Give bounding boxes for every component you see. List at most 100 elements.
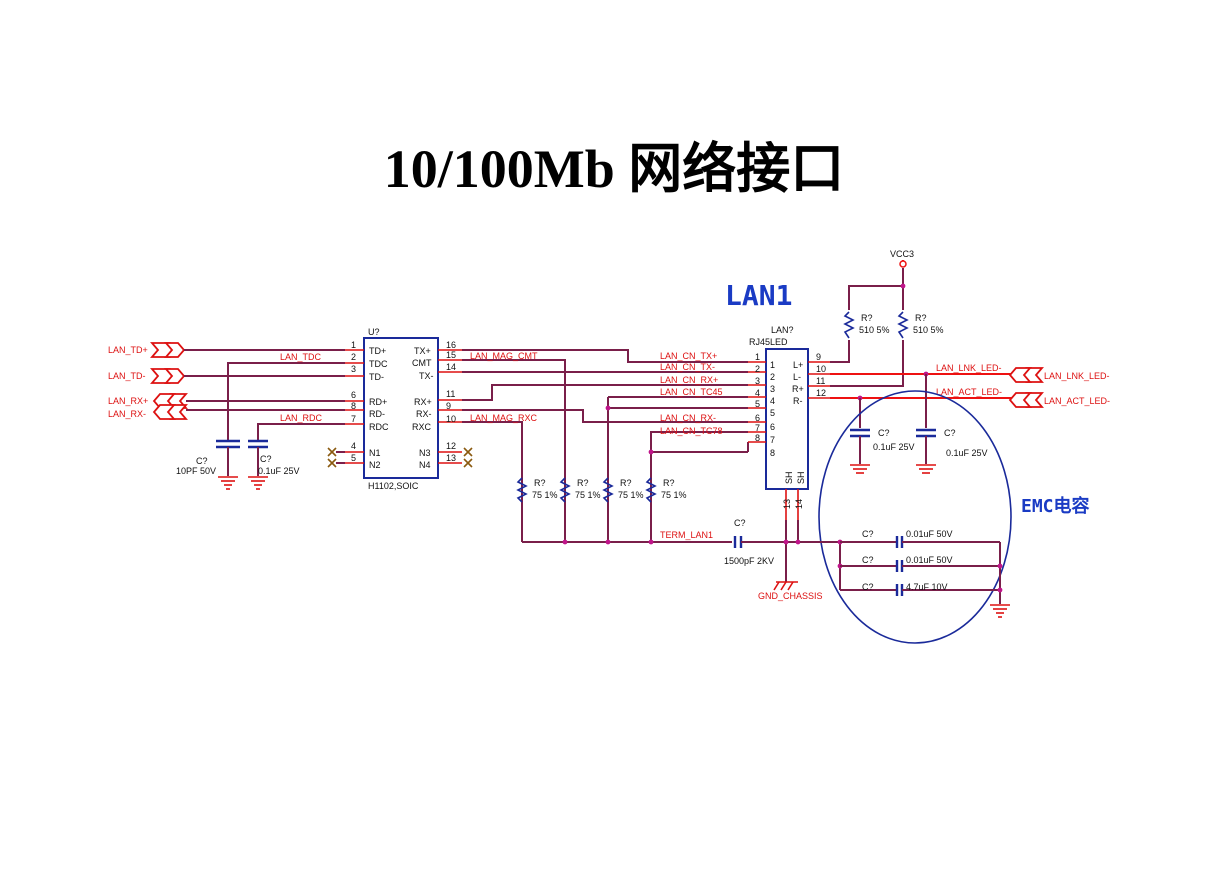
wire-vcc <box>848 268 904 310</box>
net-label-cn-tx-minus: LAN_CN_TX- <box>660 362 715 372</box>
emc-highlight-ellipse <box>818 390 1012 644</box>
svg-text:C?: C? <box>944 428 956 438</box>
page-title: 10/100Mb 网络接口 <box>383 139 845 199</box>
svg-text:TDC: TDC <box>369 359 388 369</box>
svg-text:1: 1 <box>755 352 760 362</box>
u2-pin-rd-minus: 8 RD- <box>345 401 385 419</box>
u2-pin-n3: 12 N3 <box>419 441 462 458</box>
resistor-term-3: R? 75 1% <box>602 477 644 503</box>
svg-text:7: 7 <box>351 414 356 424</box>
svg-text:RDC: RDC <box>369 422 389 432</box>
svg-text:11: 11 <box>816 376 825 386</box>
u2-pin-rdc: 7 RDC <box>345 414 389 432</box>
svg-text:C?: C? <box>878 428 890 438</box>
svg-text:R?: R? <box>915 313 927 323</box>
svg-text:L-: L- <box>793 372 801 382</box>
transformer-u2: U? H1102,SOIC 1 TD+ 2 TDC 3 TD- 6 RD+ 8 … <box>345 327 462 491</box>
wire-tdc <box>227 362 345 440</box>
svg-text:510 5%: 510 5% <box>859 325 890 335</box>
svg-text:1500pF 2KV: 1500pF 2KV <box>724 556 774 566</box>
svg-text:2: 2 <box>351 352 356 362</box>
svg-text:RXC: RXC <box>412 422 432 432</box>
rj45-part: RJ45LED <box>749 337 788 347</box>
wire-mag-rxc <box>462 421 523 542</box>
net-label-cn-tc78: LAN_CN_TC78 <box>660 426 723 436</box>
u2-pin-td-minus: 3 TD- <box>345 364 384 382</box>
svg-text:SH: SH <box>796 471 806 484</box>
ground-symbol <box>218 476 238 490</box>
svg-text:510 5%: 510 5% <box>913 325 944 335</box>
svg-text:10: 10 <box>816 364 826 374</box>
svg-text:4: 4 <box>755 388 760 398</box>
chassis-ground-symbol: GND_CHASSIS <box>758 581 823 601</box>
u2-pin-rx-minus: 9 RX- <box>416 401 462 419</box>
u2-pin-tx-plus: 16 TX+ <box>414 340 462 356</box>
svg-text:TX-: TX- <box>419 371 434 381</box>
port-lan-td-plus: LAN_TD+ <box>108 342 186 358</box>
svg-text:9: 9 <box>816 352 821 362</box>
port-label: LAN_TD- <box>108 371 146 381</box>
svg-text:1: 1 <box>351 340 356 350</box>
u2-pin-td-plus: 1 TD+ <box>345 340 386 356</box>
rj45-ref: LAN? <box>771 325 794 335</box>
resistor-led-1: R? 510 5% <box>843 311 890 339</box>
svg-text:N4: N4 <box>419 460 431 470</box>
ground-symbol <box>916 464 936 474</box>
ground-symbol <box>990 604 1010 618</box>
svg-text:4: 4 <box>770 396 775 406</box>
u2-pin-tdc: 2 TDC <box>345 352 388 369</box>
port-lan-rx-minus: LAN_RX- <box>108 404 188 420</box>
cap-emc-3: C? 4.7uF 10V <box>840 582 1000 596</box>
net-label-cn-tc45: LAN_CN_TC45 <box>660 387 723 397</box>
lan1-heading: LAN1 <box>725 279 792 312</box>
junction-dot <box>605 405 611 411</box>
cap-ref: C? <box>196 456 208 466</box>
u2-body <box>363 337 439 479</box>
svg-text:6: 6 <box>351 390 356 400</box>
cap-0-1uf-left: C? 0.1uF 25V <box>248 439 300 476</box>
rj45-body <box>765 348 809 490</box>
cap-1500pf: C? 1500pF 2KV <box>724 518 800 566</box>
svg-text:75 1%: 75 1% <box>532 490 558 500</box>
svg-text:13: 13 <box>782 499 792 509</box>
svg-text:C?: C? <box>862 529 874 539</box>
wire-cn-tx-plus <box>462 349 748 363</box>
rj45-shield-pins: 13 14 SH SH <box>782 471 806 520</box>
vcc-symbol <box>899 260 907 268</box>
port-lan-lnk-led: LAN_LNK_LED- <box>1008 367 1110 383</box>
svg-text:5: 5 <box>351 453 356 463</box>
port-label: LAN_LNK_LED- <box>1044 371 1110 381</box>
svg-text:2: 2 <box>755 364 760 374</box>
wire-l-plus <box>830 340 850 363</box>
no-connect-marker <box>327 447 337 457</box>
svg-text:7: 7 <box>770 435 775 445</box>
svg-text:0.01uF 50V: 0.01uF 50V <box>906 529 953 539</box>
svg-text:R?: R? <box>534 478 546 488</box>
u2-pin-n4: 13 N4 <box>419 453 462 470</box>
svg-text:75 1%: 75 1% <box>618 490 644 500</box>
svg-text:3: 3 <box>755 376 760 386</box>
port-label: LAN_TD+ <box>108 345 148 355</box>
u2-ref: U? <box>368 327 380 337</box>
net-label-cn-rx-minus: LAN_CN_RX- <box>660 413 716 423</box>
junction-dot <box>795 539 801 545</box>
svg-text:L+: L+ <box>793 360 803 370</box>
cap-value: 10PF 50V <box>176 466 216 476</box>
svg-text:R?: R? <box>620 478 632 488</box>
svg-text:0.01uF 50V: 0.01uF 50V <box>906 555 953 565</box>
svg-text:9: 9 <box>446 401 451 411</box>
rj45-led-pins: 9 10 11 12 L+ L- R+ R- <box>792 352 830 406</box>
u2-pin-n1: 4 N1 <box>345 441 381 458</box>
svg-text:R-: R- <box>793 396 803 406</box>
junction-dot <box>648 449 654 455</box>
cap-value: 0.1uF 25V <box>258 466 300 476</box>
net-label-lnk: LAN_LNK_LED- <box>936 363 1002 373</box>
cap-emc-1: C? 0.01uF 50V <box>840 529 1000 548</box>
port-label: LAN_RX- <box>108 409 146 419</box>
junction-dot <box>997 563 1003 569</box>
rj45-left-pins: 1 2 3 4 5 6 7 8 1 2 3 4 5 6 7 8 <box>748 352 775 458</box>
net-label-mag-rxc: LAN_MAG_RXC <box>470 413 538 423</box>
svg-text:N2: N2 <box>369 460 381 470</box>
u2-pin-rx-plus: 11 RX+ <box>414 389 462 407</box>
wire-rdc <box>257 423 345 440</box>
